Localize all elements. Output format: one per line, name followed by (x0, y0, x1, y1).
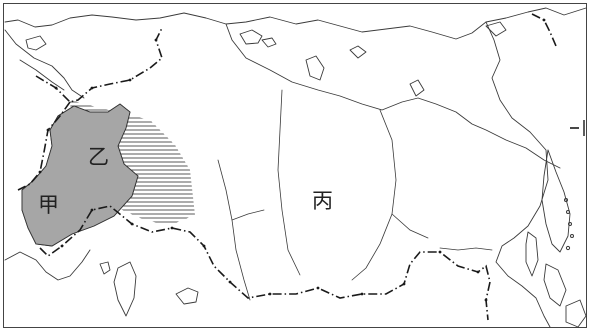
national-border (531, 13, 557, 47)
arctic-island (305, 55, 325, 81)
national-border (35, 27, 163, 103)
kuril-island (568, 222, 572, 226)
yenisei-river (277, 89, 301, 276)
ob-river (217, 159, 251, 301)
label-region-b: 乙 (88, 145, 109, 169)
river-branch (391, 213, 429, 239)
arctic-island (239, 29, 263, 45)
lena-river (351, 109, 397, 281)
kuril-island (564, 198, 568, 202)
japan-island (565, 299, 587, 328)
aral-sea (175, 287, 199, 305)
northern-coastline (4, 7, 587, 40)
japan-island (543, 263, 567, 307)
kamchatka-peninsula (541, 149, 571, 253)
kuril-island (565, 245, 571, 251)
arctic-island (485, 21, 507, 37)
taymyr-coast (225, 23, 561, 169)
arctic-island (349, 45, 367, 59)
kuril-island (570, 234, 574, 238)
national-border (39, 205, 491, 321)
amur-river (439, 247, 493, 251)
border-dots (38, 18, 546, 302)
western-coast-inner (19, 59, 65, 91)
river-tributary (231, 209, 265, 221)
western-coast (4, 29, 85, 99)
label-region-c: 丙 (312, 189, 333, 213)
arctic-island (409, 79, 425, 97)
eastern-coast (485, 21, 551, 328)
small-lake (99, 261, 111, 275)
arctic-island (25, 35, 47, 51)
shaded-region-overlay (21, 103, 139, 247)
label-region-a: 甲 (38, 193, 59, 217)
kuril-island (566, 210, 570, 214)
map-frame (3, 3, 587, 328)
caspian-sea (113, 261, 137, 317)
sakhalin-island (525, 231, 539, 277)
national-border (17, 101, 71, 191)
southwest-coast (4, 249, 91, 281)
arctic-island (261, 37, 277, 48)
